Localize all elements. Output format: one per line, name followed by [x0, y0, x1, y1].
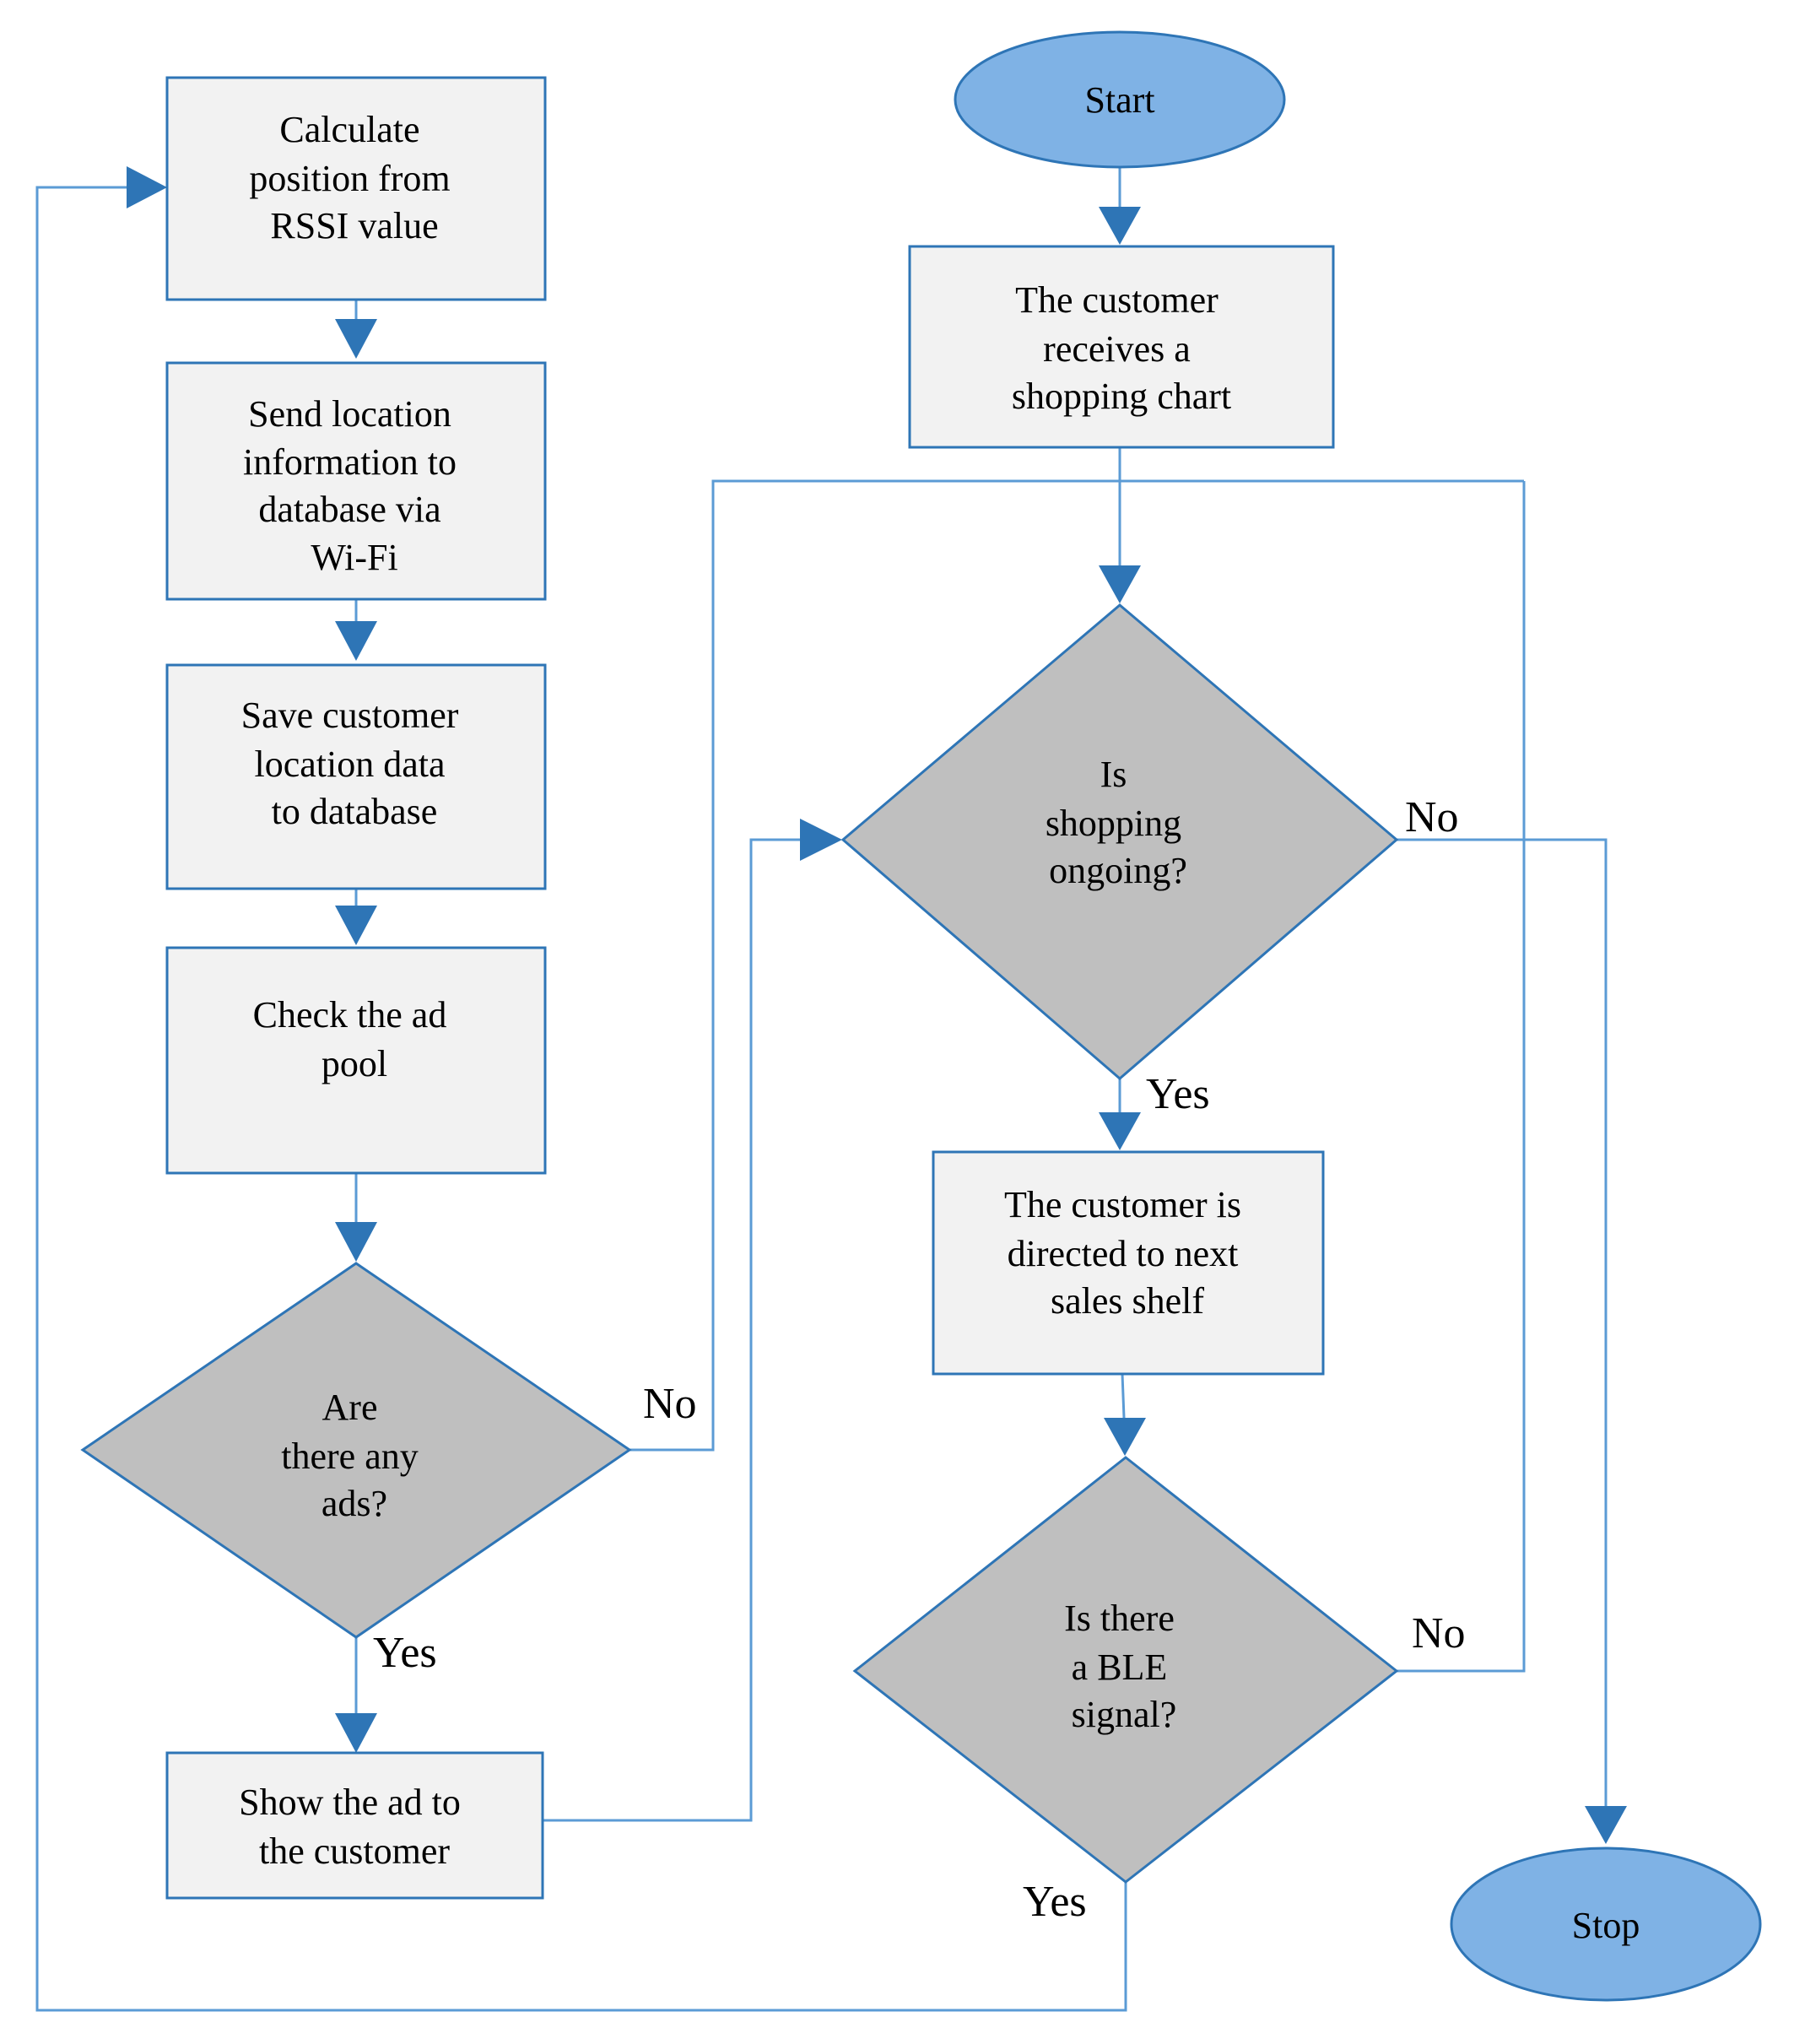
arrowhead	[335, 621, 377, 661]
start-terminal: Start	[954, 30, 1286, 169]
start-label: Start	[1084, 79, 1154, 121]
process-receive-chart: The customer receives a shopping chart	[908, 245, 1335, 449]
arrowhead	[335, 906, 377, 945]
edge-ble-yes-loop	[35, 186, 1127, 2012]
decision-label: Are there any ads?	[281, 1387, 427, 1524]
arrowhead	[335, 1713, 377, 1753]
process-check-pool: Check the ad pool	[165, 946, 547, 1175]
stop-terminal: Stop	[1450, 1847, 1762, 2002]
label-ads-yes: Yes	[373, 1629, 437, 1677]
arrowhead	[127, 166, 167, 208]
label-ongoing-yes: Yes	[1146, 1070, 1210, 1118]
text-line: Send location	[248, 393, 451, 435]
arrowhead	[335, 319, 377, 359]
process-box	[165, 946, 547, 1175]
process-send-location: Send location information to database vi…	[165, 361, 547, 601]
text-line: ads?	[322, 1483, 387, 1524]
text-line: Wi-Fi	[311, 537, 397, 578]
process-box	[165, 76, 547, 301]
decision-label: Is shopping ongoing?	[1046, 754, 1191, 891]
stop-ellipse	[1450, 1847, 1762, 2002]
text-line: position from	[249, 158, 450, 199]
process-label: Send location information to database vi…	[243, 393, 466, 578]
process-box	[165, 1751, 544, 1900]
decision-shopping-ongoing: Is shopping ongoing?	[840, 603, 1399, 1080]
text-line: Are	[322, 1387, 378, 1428]
label-ble-yes: Yes	[1023, 1878, 1087, 1926]
text-line: directed to next	[1008, 1233, 1239, 1274]
text-line: shopping	[1046, 803, 1181, 844]
process-box	[165, 361, 547, 601]
text-line: Is there	[1064, 1598, 1175, 1639]
process-label: Show the ad to the customer	[239, 1782, 470, 1872]
decision-diamond	[852, 1456, 1399, 1884]
text-line: a BLE	[1072, 1647, 1168, 1688]
process-show-ad: Show the ad to the customer	[165, 1751, 544, 1900]
decision-any-ads: Are there any ads?	[80, 1262, 632, 1639]
text-line: sales shelf	[1051, 1280, 1204, 1322]
decision-diamond	[80, 1262, 632, 1639]
process-label: The customer is directed to next sales s…	[1004, 1184, 1251, 1322]
text-line: The customer	[1015, 279, 1219, 321]
process-label: Check the ad pool	[253, 994, 457, 1084]
start-ellipse	[954, 30, 1286, 169]
text-line: Save customer	[241, 695, 459, 736]
arrowhead	[800, 819, 842, 861]
decision-ble-signal: Is there a BLE signal?	[852, 1456, 1399, 1884]
arrowhead	[335, 1222, 377, 1262]
process-box	[932, 1150, 1325, 1376]
text-line: ongoing?	[1049, 850, 1187, 891]
text-line: to database	[272, 791, 438, 832]
edge-ble-no-loop	[1397, 481, 1526, 1673]
decision-diamond	[840, 603, 1399, 1080]
text-line: signal?	[1072, 1694, 1177, 1735]
stop-label: Stop	[1572, 1905, 1640, 1946]
text-line: Calculate	[279, 109, 419, 150]
process-label: Save customer location data to database	[241, 695, 468, 832]
text-line: Is	[1100, 754, 1127, 795]
arrowhead	[1099, 207, 1141, 245]
arrowhead	[1099, 565, 1141, 603]
text-line: The customer is	[1004, 1184, 1241, 1225]
text-line: there any	[281, 1436, 418, 1477]
text-line: receives a	[1043, 328, 1191, 370]
text-line: location data	[254, 744, 445, 785]
text-line: Check the ad	[253, 994, 447, 1036]
process-box	[908, 245, 1335, 449]
arrowhead	[1104, 1418, 1146, 1456]
process-calc-position: Calculate position from RSSI value	[165, 76, 547, 301]
text-line: database via	[258, 489, 440, 530]
process-save-location: Save customer location data to database	[165, 663, 547, 890]
process-label: Calculate position from RSSI value	[249, 109, 459, 246]
edge-showad-to-ongoing	[543, 838, 806, 1822]
text-line: information to	[243, 441, 457, 483]
decision-label: Is there a BLE signal?	[1064, 1598, 1184, 1735]
label-ads-no: No	[643, 1380, 697, 1428]
label-ongoing-no: No	[1405, 793, 1459, 841]
label-ble-no: No	[1412, 1609, 1466, 1657]
text-line: shopping chart	[1012, 376, 1231, 417]
edge-ongoing-no-to-stop	[1397, 838, 1608, 1806]
arrowhead	[1099, 1112, 1141, 1150]
edge-directed-to-ble	[1121, 1373, 1126, 1419]
process-directed-next: The customer is directed to next sales s…	[932, 1150, 1325, 1376]
edge-ads-no-to-ongoing	[630, 479, 1524, 1452]
process-box	[165, 663, 547, 890]
text-line: pool	[322, 1043, 387, 1084]
process-label: The customer receives a shopping chart	[1012, 279, 1231, 417]
text-line: RSSI value	[270, 205, 438, 246]
text-line: Show the ad to	[239, 1782, 461, 1823]
arrowhead	[1585, 1806, 1627, 1844]
text-line: the customer	[259, 1830, 450, 1872]
